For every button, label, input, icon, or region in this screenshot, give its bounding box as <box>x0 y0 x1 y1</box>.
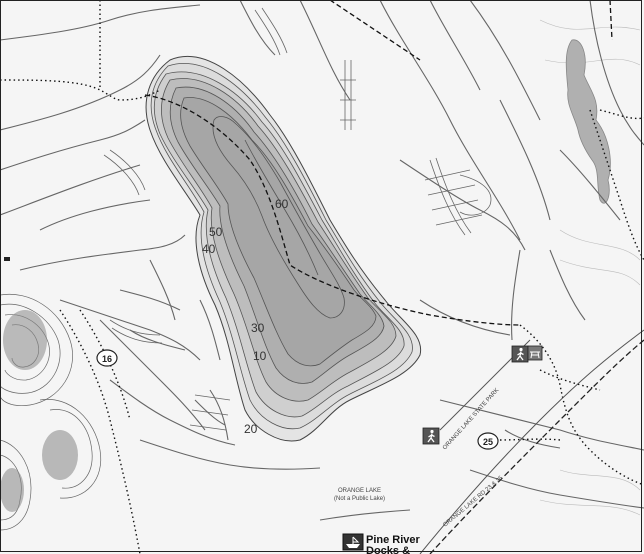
east-terrain <box>539 19 641 516</box>
contour-50 <box>180 97 377 367</box>
hiker-icon[interactable] <box>422 427 440 445</box>
road-network <box>0 0 644 521</box>
hiker-icon[interactable] <box>511 345 529 363</box>
route-shield-25-number: 25 <box>483 437 493 447</box>
depth-label-60: 60 <box>275 197 289 211</box>
route-shield-16-number: 16 <box>102 354 112 364</box>
picnic-icon[interactable] <box>527 345 543 361</box>
lake-label-line1: ORANGE LAKE <box>338 488 381 494</box>
depth-label-10: 10 <box>253 349 267 363</box>
route-shield-icon <box>477 432 499 450</box>
route-shield-icon <box>96 349 118 367</box>
park-road-dashed <box>429 339 644 554</box>
pine-river-docks-poi[interactable]: Pine River Docks & <box>342 533 421 554</box>
route-shield-25: 25 <box>477 432 499 450</box>
depth-label-20: 20 <box>244 422 258 436</box>
subdivision-streets <box>103 7 492 431</box>
depth-label-40: 40 <box>202 242 216 256</box>
depth-label-30: 30 <box>251 321 265 335</box>
contour-60 <box>212 116 345 319</box>
boundary-lines <box>144 0 613 326</box>
poi-name-line1: Pine River <box>366 534 421 546</box>
west-hills-shading <box>0 310 78 512</box>
northeast-pond <box>565 39 611 204</box>
contour-deep-inner <box>244 139 319 276</box>
edge-marker <box>4 257 10 261</box>
depth-label-50: 50 <box>209 225 223 239</box>
lake-label-line2: (Not a Public Lake) <box>334 496 385 502</box>
route-shield-16: 16 <box>96 349 118 367</box>
poi-name-line2: Docks & <box>366 545 410 554</box>
